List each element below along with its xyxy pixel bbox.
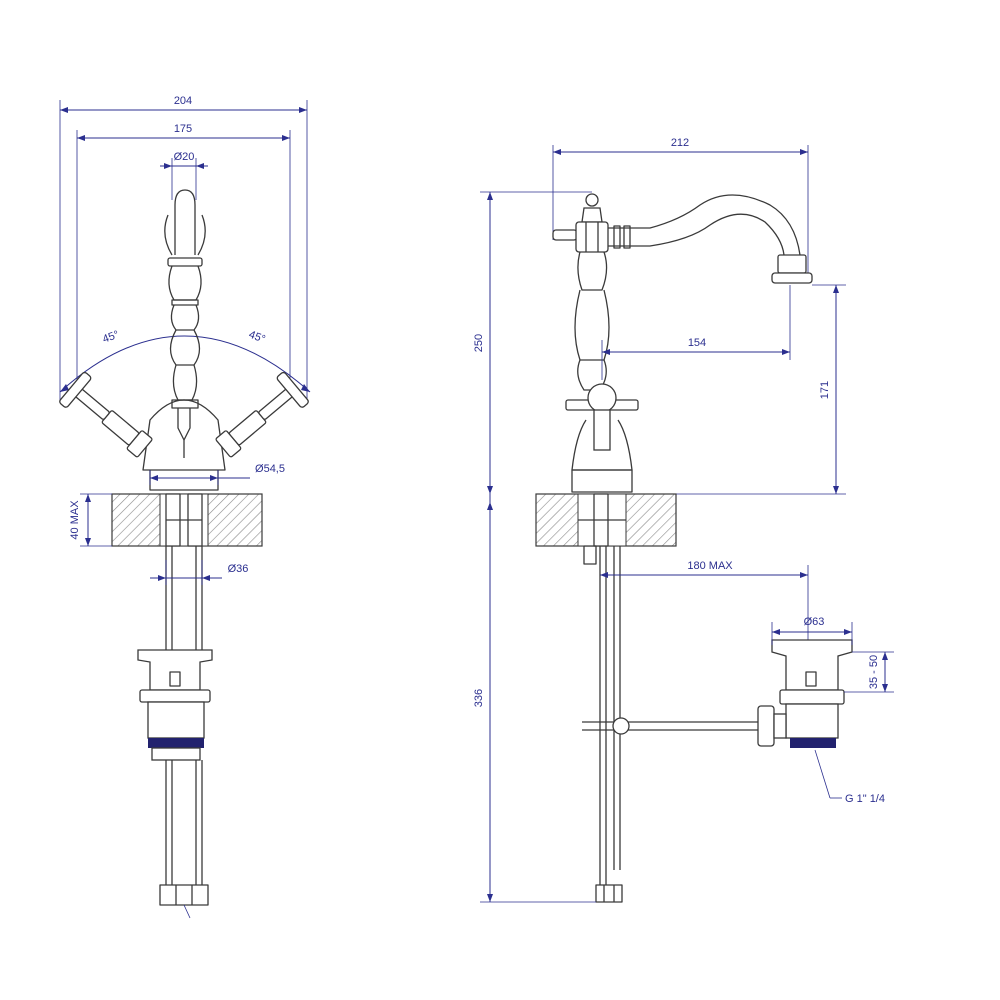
dim-deck-thickness-label: 40 MAX — [69, 500, 81, 540]
front-right-handle — [215, 371, 309, 458]
dim-drain-offset: 180 MAX — [600, 560, 809, 640]
dim-drain-diameter: Ø63 — [771, 616, 853, 645]
dim-spout-reach-label: 154 — [688, 337, 706, 349]
side-pipes — [582, 546, 760, 903]
dim-spout-reach: 154 — [601, 285, 791, 380]
side-view: 212 250 — [473, 137, 894, 903]
dim-shank-diameter: Ø36 — [150, 560, 248, 585]
dim-width-overall-label: 204 — [174, 95, 192, 107]
dim-drain-offset-label: 180 MAX — [687, 560, 733, 572]
dim-spout-diameter: Ø20 — [160, 151, 208, 200]
dim-angle-right-label: 45° — [247, 329, 267, 346]
dim-width-handles-label: 175 — [174, 123, 192, 135]
front-left-handle — [59, 371, 153, 458]
dim-drain-range: 35 - 50 — [844, 651, 894, 693]
dim-spout-height-label: 171 — [819, 381, 831, 399]
dim-width-handles: 175 — [76, 123, 291, 380]
dim-angle-arc: 45° 45° — [59, 329, 311, 393]
dim-total-height: 250 — [473, 191, 592, 494]
dim-drain-diameter-label: Ø63 — [804, 616, 825, 628]
dim-below-deck: 336 — [473, 494, 596, 903]
dim-base-diameter: Ø54,5 — [149, 463, 285, 485]
side-drain-assembly — [757, 639, 853, 748]
front-deck-block — [111, 493, 263, 547]
dim-width-overall: 204 — [59, 95, 308, 400]
dim-spout-length: 212 — [552, 137, 809, 275]
dim-spout-diameter-label: Ø20 — [174, 151, 195, 163]
dim-angle-left-label: 45° — [101, 329, 121, 346]
front-drain-assembly — [137, 649, 213, 761]
dim-drain-range-label: 35 - 50 — [868, 655, 880, 689]
thread-callout: G 1" 1/4 — [814, 749, 885, 805]
front-faucet-body — [142, 189, 226, 491]
dim-shank-diameter-label: Ø36 — [228, 563, 249, 575]
front-view: 204 175 Ø20 45° 45° — [59, 95, 311, 919]
front-supply-pipes — [159, 546, 209, 919]
dim-base-diameter-label: Ø54,5 — [255, 463, 285, 475]
thread-label: G 1" 1/4 — [845, 793, 885, 805]
dim-spout-height: 171 — [640, 284, 846, 495]
side-faucet-body — [552, 193, 813, 493]
dim-spout-length-label: 212 — [671, 137, 689, 149]
dim-deck-thickness: 40 MAX — [69, 493, 112, 547]
dim-total-height-label: 250 — [473, 334, 485, 352]
dim-below-deck-label: 336 — [473, 689, 485, 707]
